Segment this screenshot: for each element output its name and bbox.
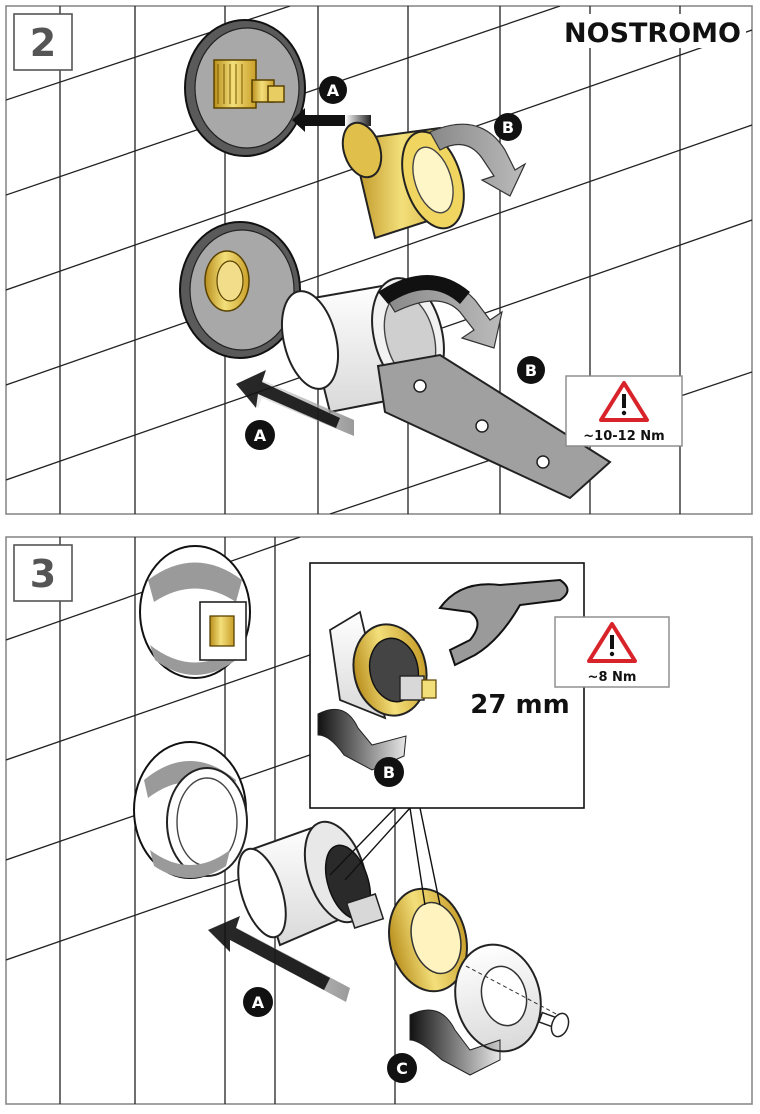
torque-warning: ~8 Nm (554, 616, 670, 688)
marker-circle (243, 987, 273, 1017)
torque-value: ~8 Nm (588, 670, 637, 685)
torque-warning: ~10-12 Nm (565, 375, 683, 447)
marker-label: B (502, 118, 514, 137)
marker-label: A (254, 426, 267, 445)
push-arrow-icon (208, 916, 330, 990)
lower-wall-plate (179, 221, 301, 359)
marker-label: B (525, 361, 537, 380)
step-number-box (13, 13, 73, 71)
spanner-tool (376, 353, 612, 500)
rotate-arrow-icon (409, 1009, 501, 1076)
brass-ring-nut (388, 887, 468, 993)
marker-label: B (383, 763, 395, 782)
rotate-arrow-icon (429, 123, 527, 197)
step-number: 2 (30, 21, 56, 65)
step-number: 3 (30, 552, 56, 596)
brand-bg (566, 14, 746, 48)
detail-inset: B 27 mm (309, 562, 585, 906)
brand-name: NOSTROMO (564, 18, 741, 49)
marker-circle (245, 420, 275, 450)
wrench-icon (438, 578, 569, 667)
fixing-screw-icon (537, 1011, 570, 1038)
marker-label: C (396, 1059, 408, 1078)
marker-circle (517, 356, 545, 384)
marker-circle (319, 76, 347, 104)
brass-cap (341, 121, 465, 240)
rotate-arrow-icon (317, 708, 407, 771)
push-arrow-icon (292, 108, 345, 132)
step-2-panel: 2 NOSTROMO A B (5, 5, 753, 515)
push-arrow-tail (345, 115, 371, 126)
rotate-arrow-dark (378, 275, 470, 304)
step-3-panel: 3 A (5, 536, 753, 1105)
step-number-box (13, 544, 73, 602)
lower-escutcheon (133, 741, 248, 879)
wrench-size: 27 mm (470, 690, 569, 720)
upper-wall-plate (184, 19, 306, 157)
marker-label: A (327, 81, 340, 100)
marker-circle (387, 1053, 417, 1083)
marker-label: A (252, 993, 265, 1012)
valve-cartridge (237, 820, 385, 947)
upper-escutcheon (139, 545, 251, 679)
torque-value: ~10-12 Nm (583, 429, 664, 444)
marker-circle (494, 113, 522, 141)
push-arrow-icon (236, 370, 340, 428)
chrome-cover (454, 943, 561, 1053)
inset-cartridge (329, 610, 437, 720)
marker-circle (374, 757, 404, 787)
